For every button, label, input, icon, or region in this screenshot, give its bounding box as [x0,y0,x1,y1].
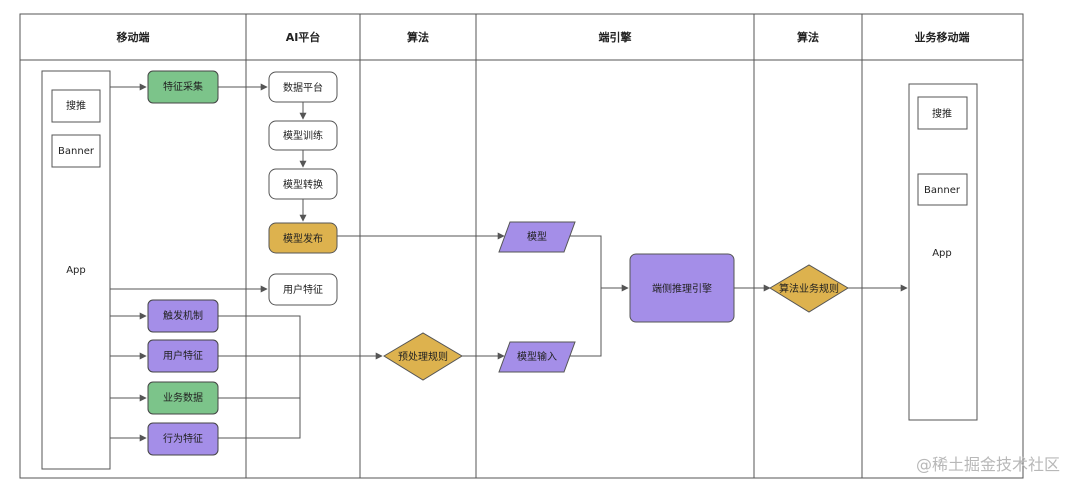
edge-trigger-merge [218,315,301,356]
svg-text:特征采集: 特征采集 [163,80,203,93]
svg-text:算法业务规则: 算法业务规则 [779,282,839,295]
node-behavior-features: 行为特征 [147,422,219,456]
svg-text:触发机制: 触发机制 [163,309,203,322]
column-header-business-mobile: 业务移动端 [915,30,970,44]
svg-text:模型转换: 模型转换 [283,178,323,191]
business-app-label: App [932,248,952,259]
svg-text:预处理规则: 预处理规则 [398,350,448,363]
column-header-algorithm-1: 算法 [406,30,429,44]
mobile-banner-label: Banner [58,146,95,157]
connectors [110,83,908,442]
mobile-search-label: 搜推 [66,99,86,112]
edge-behavior-merge [218,356,301,439]
node-ai-user-features: 用户特征 [268,273,338,306]
svg-text:模型输入: 模型输入 [517,350,557,363]
node-trigger-mechanism: 触发机制 [147,299,219,333]
node-mobile-user-features: 用户特征 [147,339,219,373]
node-business-data: 业务数据 [147,381,219,415]
svg-text:业务数据: 业务数据 [163,391,203,404]
swimlane-grid [19,13,1024,479]
column-header-edge-engine: 端引擎 [599,30,632,44]
column-header-mobile: 移动端 [117,30,150,44]
node-business-rules: 算法业务规则 [769,264,849,313]
svg-text:用户特征: 用户特征 [283,283,323,296]
node-model: 模型 [498,221,576,253]
node-inference-engine: 端侧推理引擎 [629,253,735,323]
edge-model-to-engine [566,235,629,292]
business-app-container: 搜推 Banner App [908,83,978,421]
svg-text:用户特征: 用户特征 [163,349,203,362]
business-search-label: 搜推 [932,107,952,120]
node-model-release: 模型发布 [268,222,338,254]
node-model-training: 模型训练 [268,120,338,151]
svg-text:模型: 模型 [527,230,547,243]
node-data-platform: 数据平台 [268,71,338,103]
svg-text:数据平台: 数据平台 [283,81,323,94]
svg-text:模型训练: 模型训练 [283,129,323,142]
column-header-ai-platform: AI平台 [286,30,321,44]
node-preprocess-rules: 预处理规则 [383,332,463,381]
svg-text:端侧推理引擎: 端侧推理引擎 [652,282,712,295]
svg-text:行为特征: 行为特征 [163,432,203,445]
mobile-app-container: 搜推 Banner App [41,70,111,470]
node-feature-collection: 特征采集 [147,70,219,104]
node-model-input: 模型输入 [498,341,576,373]
mobile-app-label: App [66,265,86,276]
edge-model-input-to-engine [566,288,602,357]
business-banner-label: Banner [924,185,961,196]
svg-text:模型发布: 模型发布 [283,232,323,245]
node-model-conversion: 模型转换 [268,168,338,200]
column-header-algorithm-2: 算法 [796,30,819,44]
watermark: @稀土掘金技术社区 [916,455,1060,474]
